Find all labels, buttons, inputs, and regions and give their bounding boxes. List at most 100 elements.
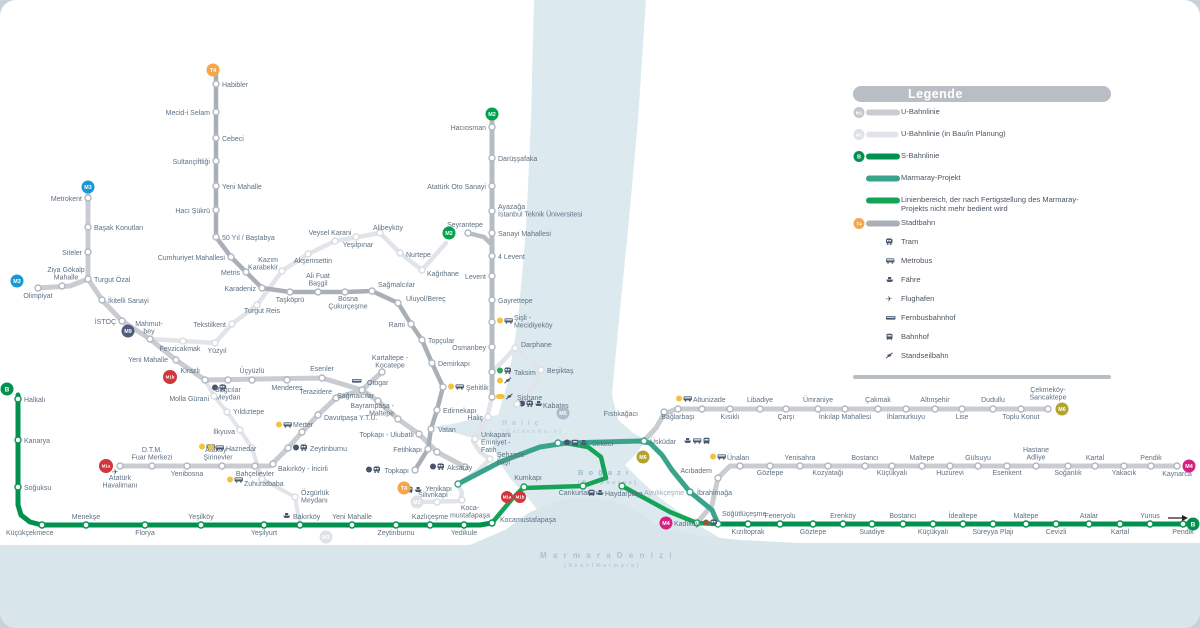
longdistance-bus-icon xyxy=(352,379,362,383)
svg-text:M2: M2 xyxy=(488,112,496,118)
station-dot xyxy=(298,428,306,436)
station-dot xyxy=(212,134,220,142)
metrobus-dot-icon xyxy=(276,421,282,428)
line-badge-T4: T4 xyxy=(397,481,411,495)
station-label: Küçükyalı xyxy=(877,470,907,477)
station-label: İbrahimağa xyxy=(697,488,732,497)
station-label: Kartal xyxy=(1111,529,1130,536)
station-dot xyxy=(84,275,92,283)
station-dot xyxy=(197,521,205,529)
station-label: Şişhane xyxy=(517,395,542,402)
station-dot xyxy=(554,439,562,447)
station-dot xyxy=(251,462,259,470)
station-label: Suadiye xyxy=(859,529,884,536)
line-badge-M2: M2 xyxy=(485,107,499,121)
station-dot xyxy=(488,296,496,304)
station-dot xyxy=(283,376,291,384)
station-label: Siteler xyxy=(62,250,83,257)
station-label: Metris xyxy=(221,270,241,277)
station-label: Kumkapı xyxy=(514,475,542,482)
tram-icon xyxy=(526,399,533,408)
station-dot xyxy=(782,405,790,413)
station-dot xyxy=(959,520,967,528)
legend-symbol: M1 xyxy=(853,129,900,140)
station-label: Darüşşafaka xyxy=(498,156,537,163)
metrobus-dot-icon xyxy=(676,395,682,402)
station-label: Osmanbey xyxy=(452,345,486,352)
water-label: ( G o l d e n H o r n ) xyxy=(502,429,561,435)
legend-symbol: M1 xyxy=(853,107,900,118)
station-dot xyxy=(579,482,587,490)
station-label: D.T.M.Fuar Merkezi xyxy=(132,447,173,461)
station-label: Topkapı - Ulubatlı xyxy=(360,432,415,439)
legend-item-label: Tram xyxy=(901,237,919,246)
station-label: Yüzyıl xyxy=(207,348,227,355)
legend-icon-B: B xyxy=(853,150,901,168)
station-label: Yeni Mahalle xyxy=(222,184,262,191)
station-dot xyxy=(1091,462,1099,470)
station-label: Edirnekapı xyxy=(443,408,477,415)
svg-text:M1b: M1b xyxy=(516,495,525,500)
station-label: Pendik xyxy=(1140,455,1162,462)
station-dot xyxy=(958,405,966,413)
station-label: Merter xyxy=(293,422,314,429)
legend-symbol: B xyxy=(853,151,900,162)
station-dot xyxy=(331,237,339,245)
line-badge-M1b: M1b xyxy=(163,370,177,384)
station-dot xyxy=(899,520,907,528)
line-alt-euro xyxy=(489,440,609,526)
station-label: Taşköprü xyxy=(276,297,305,304)
station-dot xyxy=(224,376,232,384)
station-label: Olimpiyat xyxy=(23,293,52,300)
tram-icon xyxy=(504,366,511,375)
station-label: Yeni Mahalle xyxy=(332,514,372,521)
station-dot xyxy=(248,444,256,452)
legend-icon-fernbus xyxy=(853,312,901,330)
funicular-pill-icon xyxy=(496,394,505,399)
station-label: Erenköy xyxy=(830,513,856,520)
station-dot xyxy=(248,376,256,384)
station-dot xyxy=(14,483,22,491)
station-label: Kirazlı xyxy=(181,368,201,375)
station-dot xyxy=(84,223,92,231)
station-dot xyxy=(931,405,939,413)
station-dot xyxy=(426,521,434,529)
station-label: Bostancı xyxy=(851,455,878,462)
metrobus-dot-icon xyxy=(448,383,454,390)
station-dot xyxy=(278,267,286,275)
station-dot xyxy=(374,397,382,405)
line-m3-branch xyxy=(35,276,91,291)
legend-symbol xyxy=(886,333,893,341)
water-area xyxy=(492,0,740,546)
station-label: Zeytinburnu xyxy=(310,446,347,453)
legend-icon-funicular xyxy=(853,350,901,368)
station-dot xyxy=(212,206,220,214)
svg-text:T4: T4 xyxy=(856,221,862,226)
station-label: Bakırköy - İncirli xyxy=(278,464,328,473)
legend-item-label: Fernbusbahnhof xyxy=(901,313,956,322)
station-label: Vatan xyxy=(438,427,456,434)
station-dot xyxy=(736,462,744,470)
station-label: Turgut Özal xyxy=(94,276,131,284)
station-label: Yeşilköy xyxy=(188,514,214,521)
station-label: Kazlıçeşme xyxy=(412,514,448,521)
station-label: Zuhuratbaba xyxy=(244,481,284,488)
legend-symbol xyxy=(866,175,900,182)
station-dot xyxy=(236,426,244,434)
svg-text:M1: M1 xyxy=(856,132,863,137)
line-badge-M2: M2 xyxy=(410,495,424,509)
station-dot xyxy=(392,521,400,529)
metrobus-dot-icon xyxy=(208,444,214,451)
station-label: Fetihkapı xyxy=(393,447,422,454)
station-label: Altunizade xyxy=(693,397,726,404)
legend-item-label: U-Bahnlinie (in Bau/in Planung) xyxy=(901,129,1006,138)
station-label: Cebeci xyxy=(222,136,244,143)
station-label: Kocamustafapaşa xyxy=(500,517,556,524)
svg-text:M9: M9 xyxy=(124,329,132,335)
svg-text:M3: M3 xyxy=(84,185,92,191)
station-dot xyxy=(415,430,423,438)
